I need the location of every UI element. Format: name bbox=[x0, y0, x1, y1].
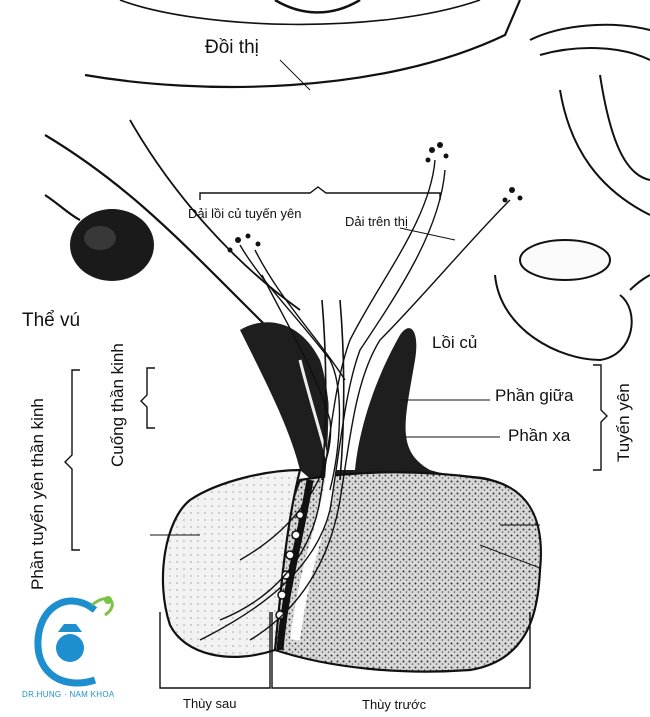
nerve-tracts bbox=[199, 159, 511, 641]
colloid-cysts bbox=[275, 510, 305, 620]
thalamus-region bbox=[84, 0, 522, 89]
label-adenohypophysis: Tuyến yên bbox=[614, 383, 633, 462]
label-supraoptic-tract: Dải trên thị bbox=[345, 214, 408, 229]
tuber-shape bbox=[240, 322, 500, 500]
posterior-lobe-shape bbox=[161, 468, 302, 658]
label-tuber: Lồi củ bbox=[432, 333, 478, 352]
label-posterior-lobe: Thùy sau bbox=[183, 696, 237, 711]
logo bbox=[34, 596, 114, 687]
optic-chiasm-region bbox=[494, 23, 650, 362]
logo-text: DR.HUNG · NAM KHOA bbox=[22, 690, 115, 699]
label-pars-intermedia: Phần giữa bbox=[495, 386, 574, 405]
leader-lines bbox=[150, 59, 541, 569]
label-neurohypophysis-part: Phần tuyến yên thần kinh bbox=[28, 398, 47, 590]
label-pars-distalis: Phần xa bbox=[508, 426, 571, 445]
brackets bbox=[64, 186, 608, 689]
nerve-cell-clusters bbox=[227, 142, 523, 253]
label-tuberoinfundibular-tract: Dải lồi củ tuyến yên bbox=[188, 206, 302, 221]
label-anterior-lobe: Thùy trước bbox=[362, 697, 427, 712]
anterior-lobe-shape bbox=[272, 471, 542, 673]
label-mammillary-body: Thể vú bbox=[22, 310, 81, 331]
label-infundibular-stalk: Cuống thần kinh bbox=[108, 343, 127, 467]
label-thalamus: Đồi thị bbox=[205, 37, 259, 58]
